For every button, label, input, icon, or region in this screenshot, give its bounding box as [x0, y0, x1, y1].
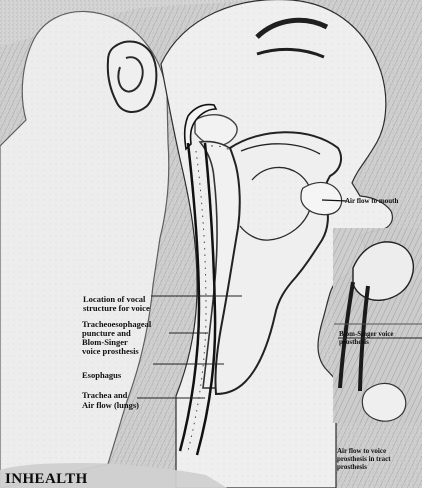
right-bottom-label-1: Air flow to voice	[337, 447, 386, 455]
right-mid-label-2: prosthesis	[339, 338, 369, 346]
left-label-2: structure for voice	[83, 303, 150, 313]
right-bottom-label-2: prosthesis in tract	[337, 455, 391, 463]
left-label-6: voice prosthesis	[82, 346, 139, 356]
right-top-label: Air flow to mouth	[345, 197, 398, 205]
left-label-7: Esophagus	[82, 370, 122, 380]
right-bottom-label-3: prosthesis	[337, 463, 367, 471]
left-label-8: Trachea and	[82, 390, 128, 400]
inset-lower-valve	[362, 383, 405, 421]
left-label-9: Air flow (lungs)	[82, 400, 139, 410]
right-mid-label-1: Blom-Singer voice	[339, 330, 394, 338]
inhealth-wordmark: INHEALTH	[5, 471, 88, 487]
